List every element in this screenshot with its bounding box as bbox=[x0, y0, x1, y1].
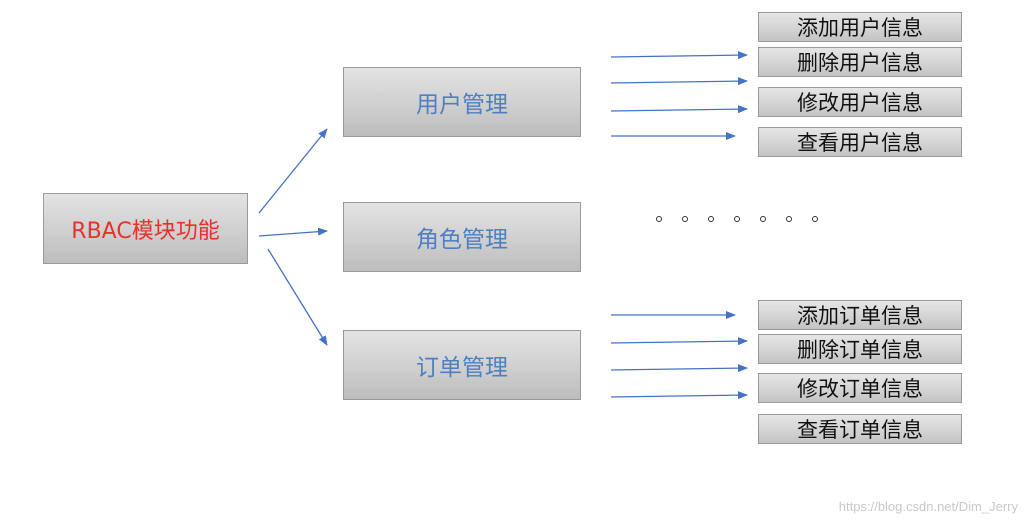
arrow-user-add bbox=[610, 51, 748, 60]
module-node-user-mgmt: 用户管理 bbox=[343, 67, 581, 137]
module-node-order-mgmt: 订单管理 bbox=[343, 330, 581, 400]
ellipsis-dot bbox=[656, 216, 662, 222]
root-node-rbac: RBAC模块功能 bbox=[43, 193, 248, 264]
arrow-order-delete bbox=[610, 337, 748, 346]
arrow-user-delete bbox=[610, 77, 748, 86]
watermark: https://blog.csdn.net/Dim_Jerry bbox=[838, 499, 1018, 514]
leaf-user-add: 添加用户信息 bbox=[758, 12, 962, 42]
leaf-order-add: 添加订单信息 bbox=[758, 300, 962, 330]
leaf-user-view: 查看用户信息 bbox=[758, 127, 962, 157]
ellipsis-dot bbox=[708, 216, 714, 222]
leaf-user-edit: 修改用户信息 bbox=[758, 87, 962, 117]
ellipsis-dot bbox=[682, 216, 688, 222]
arrow-order-view bbox=[610, 391, 748, 400]
ellipsis-dot bbox=[734, 216, 740, 222]
leaf-order-delete: 删除订单信息 bbox=[758, 334, 962, 364]
module-node-role-mgmt: 角色管理 bbox=[343, 202, 581, 272]
ellipsis-dots bbox=[656, 216, 818, 222]
arrow-root-to-role-mgmt bbox=[258, 227, 328, 237]
leaf-user-delete: 删除用户信息 bbox=[758, 47, 962, 77]
ellipsis-dot bbox=[786, 216, 792, 222]
leaf-order-edit: 修改订单信息 bbox=[758, 373, 962, 403]
arrow-user-edit bbox=[610, 105, 748, 114]
ellipsis-dot bbox=[812, 216, 818, 222]
arrow-order-edit bbox=[610, 364, 748, 373]
leaf-order-view: 查看订单信息 bbox=[758, 414, 962, 444]
arrow-root-to-order-mgmt bbox=[267, 248, 328, 346]
ellipsis-dot bbox=[760, 216, 766, 222]
arrow-root-to-user-mgmt bbox=[258, 128, 328, 214]
